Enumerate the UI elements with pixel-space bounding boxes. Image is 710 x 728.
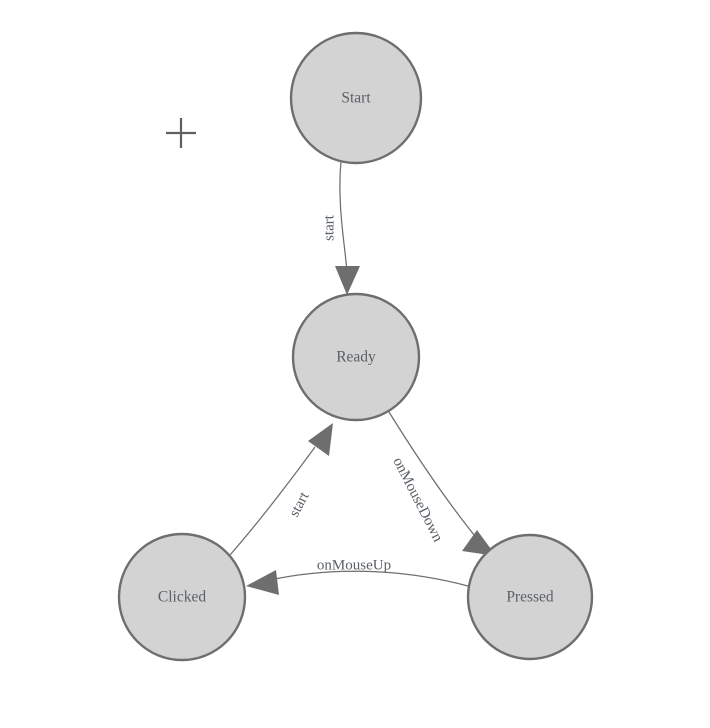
edge-label-clicked-to-ready: start — [286, 489, 313, 520]
edge-label-ready-to-pressed: onMouseDown — [389, 455, 445, 545]
edge-label-pressed-to-clicked: onMouseUp — [317, 557, 391, 573]
arrowhead-pressed-to-clicked — [246, 570, 279, 595]
node-pressed-label: Pressed — [506, 589, 554, 606]
node-pressed[interactable]: Pressed — [466, 533, 594, 661]
node-ready-circle[interactable] — [291, 292, 421, 422]
crosshair-icon — [166, 118, 196, 148]
edge-path-start-to-ready[interactable] — [339, 160, 348, 273]
node-ready-label: Ready — [336, 349, 376, 366]
node-clicked[interactable]: Clicked — [117, 532, 247, 662]
node-start[interactable]: Start — [289, 31, 423, 165]
arrowhead-start-to-ready — [335, 266, 360, 295]
edge-label-start-to-ready: start — [321, 214, 337, 241]
edge-path-pressed-to-clicked[interactable] — [269, 570, 469, 587]
edge-clicked-to-ready[interactable]: start — [229, 423, 333, 556]
node-start-label: Start — [341, 90, 371, 107]
arrowhead-ready-to-pressed — [462, 530, 496, 556]
node-clicked-circle[interactable] — [117, 532, 247, 662]
edge-pressed-to-clicked[interactable]: onMouseUp — [246, 557, 469, 595]
node-start-circle[interactable] — [289, 31, 423, 165]
edge-ready-to-pressed[interactable]: onMouseDown — [388, 411, 496, 556]
edge-start-to-ready[interactable]: start — [321, 160, 360, 295]
arrowhead-clicked-to-ready — [308, 423, 333, 456]
edge-path-ready-to-pressed[interactable] — [388, 411, 480, 542]
node-clicked-label: Clicked — [158, 589, 206, 606]
node-pressed-circle[interactable] — [466, 533, 594, 661]
node-ready[interactable]: Ready — [291, 292, 421, 422]
edge-path-clicked-to-ready[interactable] — [229, 446, 316, 556]
